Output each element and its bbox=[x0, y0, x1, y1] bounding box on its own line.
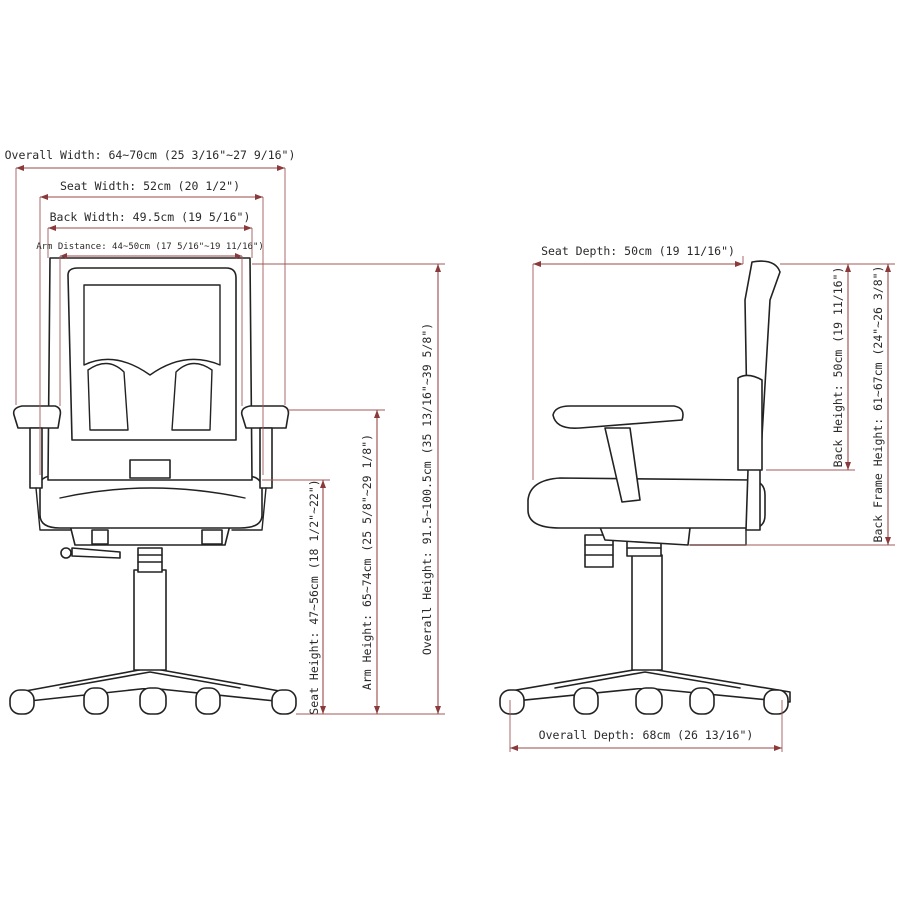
seat-width-label: Seat Width: 52cm (20 1/2") bbox=[60, 179, 240, 193]
overall-width-label: Overall Width: 64~70cm (25 3/16"~27 9/16… bbox=[5, 148, 296, 162]
back-width-label: Back Width: 49.5cm (19 5/16") bbox=[50, 210, 251, 224]
back-frame-height-label: Back Frame Height: 61~67cm (24"~26 3/8") bbox=[871, 266, 885, 543]
front-casters bbox=[9, 687, 297, 715]
front-dimensions: Overall Width: 64~70cm (25 3/16"~27 9/16… bbox=[5, 148, 445, 715]
arm-height-label: Arm Height: 65~74cm (25 5/8"~29 1/8") bbox=[360, 434, 374, 690]
overall-height-label: Overall Height: 91.5~100.5cm (35 13/16"~… bbox=[420, 323, 434, 655]
side-view-chair bbox=[499, 260, 791, 715]
arm-distance-label: Arm Distance: 44~50cm (17 5/16"~19 11/16… bbox=[36, 242, 264, 252]
front-view-chair bbox=[9, 257, 297, 715]
seat-depth-label: Seat Depth: 50cm (19 11/16") bbox=[541, 244, 735, 258]
side-dimensions: Seat Depth: 50cm (19 11/16") Back Height… bbox=[509, 244, 895, 752]
back-height-label: Back Height: 50cm (19 11/16") bbox=[831, 267, 845, 468]
seat-height-label: Seat Height: 47~56cm (18 1/2"~22") bbox=[307, 479, 321, 714]
overall-depth-label: Overall Depth: 68cm (26 13/16") bbox=[539, 728, 754, 742]
